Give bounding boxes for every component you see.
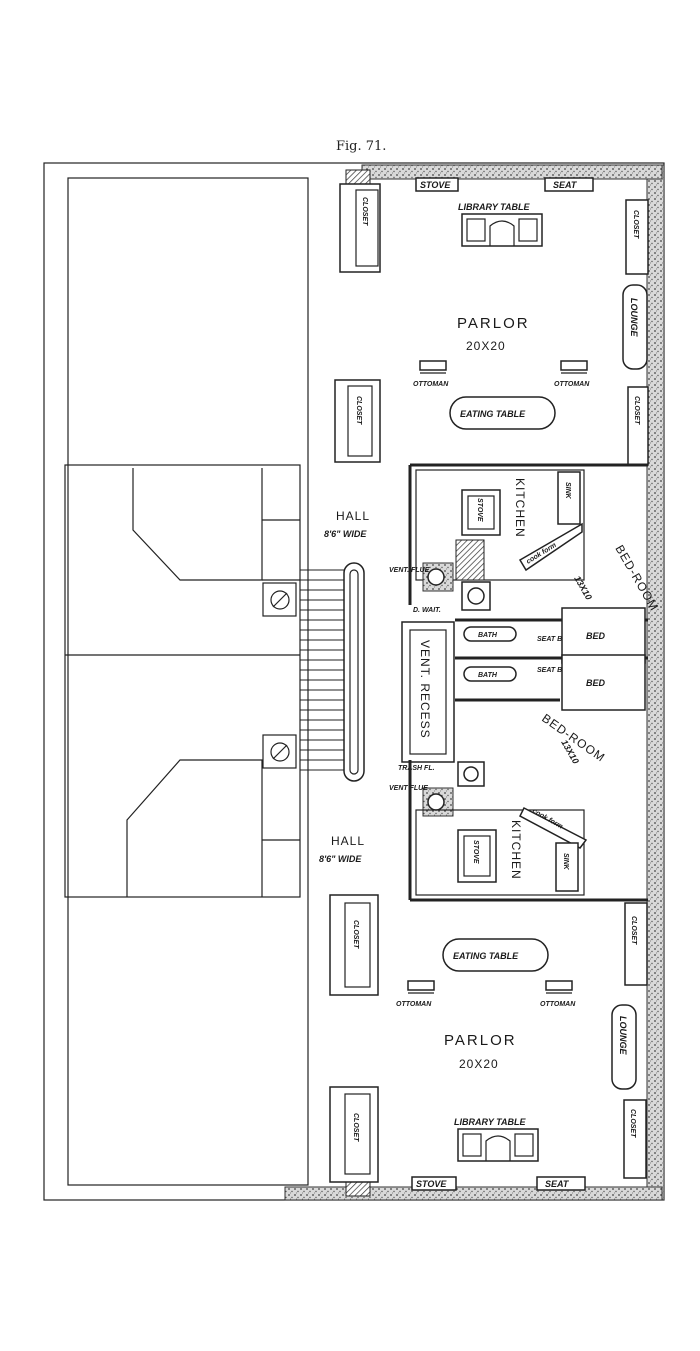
vent-flue-label-top: VENT. FLUE [389,567,430,574]
hall-width-top: 8'6" WIDE [324,529,367,539]
lounge-top [622,284,648,370]
kitchen-label-top: KITCHEN [513,478,527,538]
kitchen-stove-label-top: STOVE [476,498,483,522]
vent-recess-block: VENT. RECESS [401,621,455,763]
stove-fixture-top [415,177,459,192]
seat-fixture-bottom [536,1176,586,1191]
seat-label-top: SEAT [553,180,578,190]
stove-fixture-bottom [411,1176,457,1191]
dumbwaiter-label-top: D. WAIT. [413,607,441,614]
kitchen-label-bottom: KITCHEN [509,820,523,880]
bed-top [561,607,646,664]
outer-walls [43,162,665,1201]
seat-box-label-bottom: SEAT BOX [537,667,574,674]
sink-label-top: SINK [564,482,571,500]
eating-table-label-top: EATING TABLE [460,409,526,419]
parlor-size-bottom: 20X20 [459,1057,499,1071]
kitchen-stove-label-bottom: STOVE [472,840,479,864]
vent-recess-label: VENT. RECESS [418,640,432,739]
trash-flue-label: TRASH FL. [398,765,435,772]
ottoman-label-bottom-left: OTTOMAN [396,1001,432,1008]
closet-label-right-top: CLOSET [632,210,639,239]
eating-table-label-bottom: EATING TABLE [453,951,519,961]
parlor-size-top: 20X20 [466,339,506,353]
upper-flat: STOVE SEAT LIBRARY TABLE CLOSET CLOSET L… [324,177,662,664]
hall-label-bottom: HALL [331,834,365,848]
parlor-label-top: PARLOR [457,315,530,332]
ottoman-label-bottom-right: OTTOMAN [540,1001,576,1008]
closet-label-left-bottom: CLOSET [352,1113,359,1142]
lounge-label-top: LOUNGE [629,298,639,337]
stove-label-bottom: STOVE [416,1179,447,1189]
hall-width-bottom: 8'6" WIDE [319,854,362,864]
lower-flat: BATH SEAT BOX BED TRASH FL. VENT FLUE BE… [319,654,648,1191]
bath-fixture-bottom [463,666,517,682]
seat-fixture-top [544,177,594,192]
bedroom-size-top: 13X10 [572,574,594,602]
bath-fixture-top [463,626,517,642]
lounge-bottom [611,1004,637,1090]
bed-label-top: BED [586,631,606,641]
ottoman-label-top-right: OTTOMAN [554,381,590,388]
closet-label-right-mid-top: CLOSET [633,396,640,425]
closet-label-right-mid-bottom: CLOSET [630,916,637,945]
stove-label-top: STOVE [420,180,451,190]
seat-label-bottom: SEAT [545,1179,570,1189]
sink-label-bottom: SINK [562,853,569,871]
bed-bottom [561,654,646,711]
ottoman-label-top-left: OTTOMAN [413,381,449,388]
closet-label-left-top: CLOSET [361,197,368,226]
seat-box-label-top: SEAT BOX [537,636,574,643]
bath-label-bottom: BATH [478,672,498,679]
eating-table-bottom [442,938,549,972]
stairwell [64,464,365,898]
closet-label-right-bottom: CLOSET [629,1109,636,1138]
eating-table-top [449,396,556,430]
hall-label-top: HALL [336,509,370,523]
closet-label-left-mid-bottom: CLOSET [352,920,359,949]
bed-label-bottom: BED [586,678,606,688]
figure-caption: Fig. 71. [336,139,386,154]
closet-label-left-mid-top: CLOSET [355,396,362,425]
library-table-label-top: LIBRARY TABLE [458,202,531,212]
parlor-label-bottom: PARLOR [444,1032,517,1049]
lounge-label-bottom: LOUNGE [618,1016,628,1055]
bath-label-top: BATH [478,632,498,639]
library-table-label-bottom: LIBRARY TABLE [454,1117,527,1127]
